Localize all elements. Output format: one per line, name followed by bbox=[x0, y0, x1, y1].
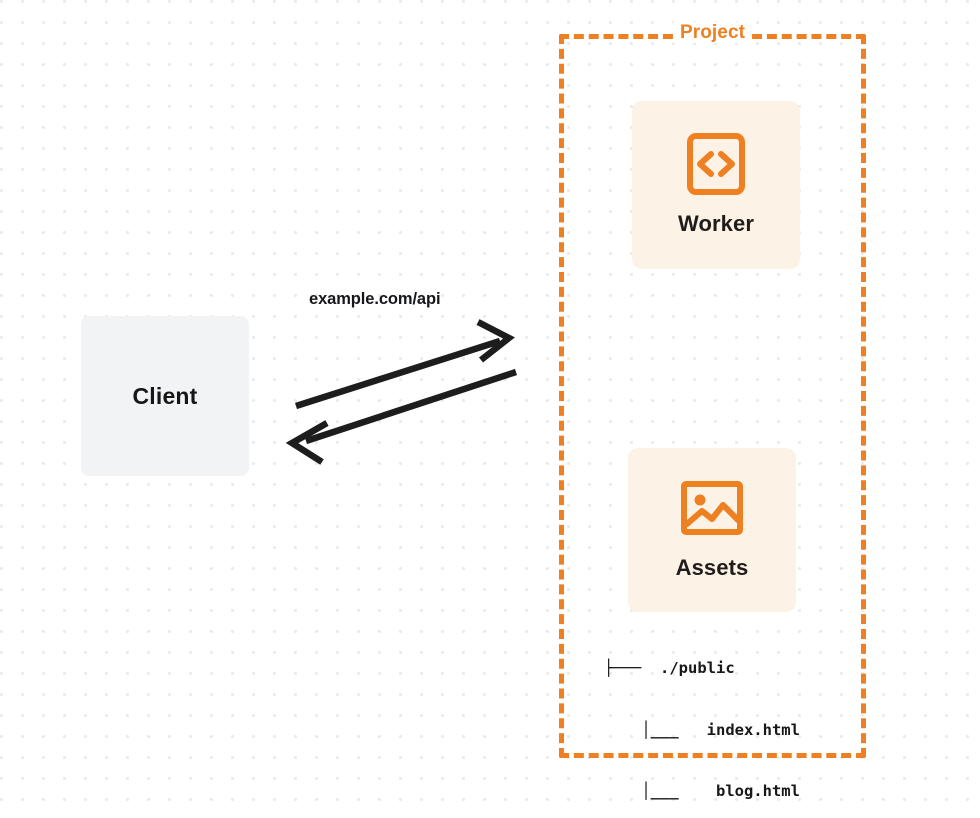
worker-node[interactable]: Worker bbox=[632, 101, 800, 269]
client-node-label: Client bbox=[132, 382, 198, 409]
assets-file-tree: ├─── ./public │___ index.html │___ blog.… bbox=[604, 617, 800, 818]
assets-node[interactable]: Assets bbox=[628, 448, 796, 612]
project-boundary-title: Project bbox=[559, 22, 866, 44]
request-arrow-head bbox=[476, 319, 515, 363]
assets-node-label: Assets bbox=[675, 555, 749, 580]
code-brackets-icon bbox=[687, 133, 745, 195]
file-tree-row: │___ blog.html bbox=[604, 782, 800, 800]
file-tree-row: ├─── ./public bbox=[604, 659, 735, 677]
image-icon bbox=[681, 481, 743, 535]
client-node[interactable]: Client bbox=[81, 316, 249, 476]
response-arrow-head bbox=[285, 420, 329, 465]
edge-label-api-url: example.com/api bbox=[309, 290, 441, 308]
response-arrow-line bbox=[304, 368, 518, 445]
file-tree-row: │___ index.html bbox=[604, 720, 800, 739]
worker-node-label: Worker bbox=[678, 211, 754, 236]
request-arrow-line bbox=[295, 337, 501, 410]
project-title-text: Project bbox=[672, 22, 753, 43]
